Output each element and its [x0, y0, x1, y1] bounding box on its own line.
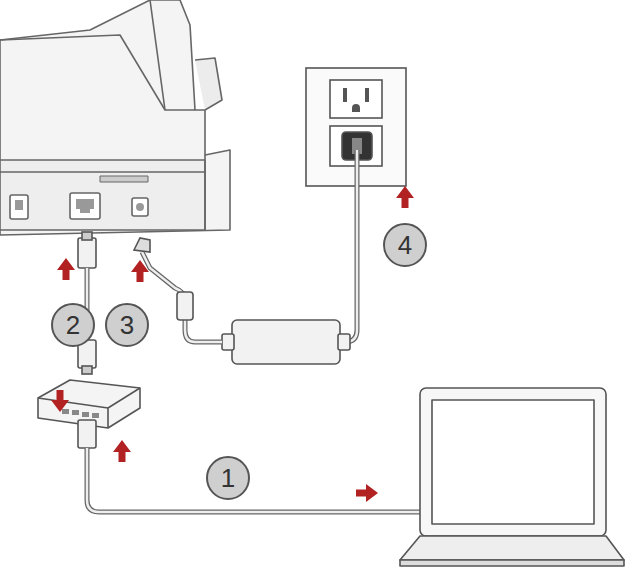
- callout-number: 1: [208, 458, 248, 498]
- direction-arrows: [51, 186, 414, 502]
- callout-number: 2: [53, 305, 93, 345]
- ac-adapter: [134, 150, 357, 364]
- callout-number: 4: [385, 225, 425, 265]
- lan-cable: [78, 232, 96, 374]
- callout-number: 3: [107, 305, 147, 345]
- callout-circles: [52, 224, 426, 499]
- scanner: [0, 0, 230, 235]
- laptop-computer: [400, 388, 624, 566]
